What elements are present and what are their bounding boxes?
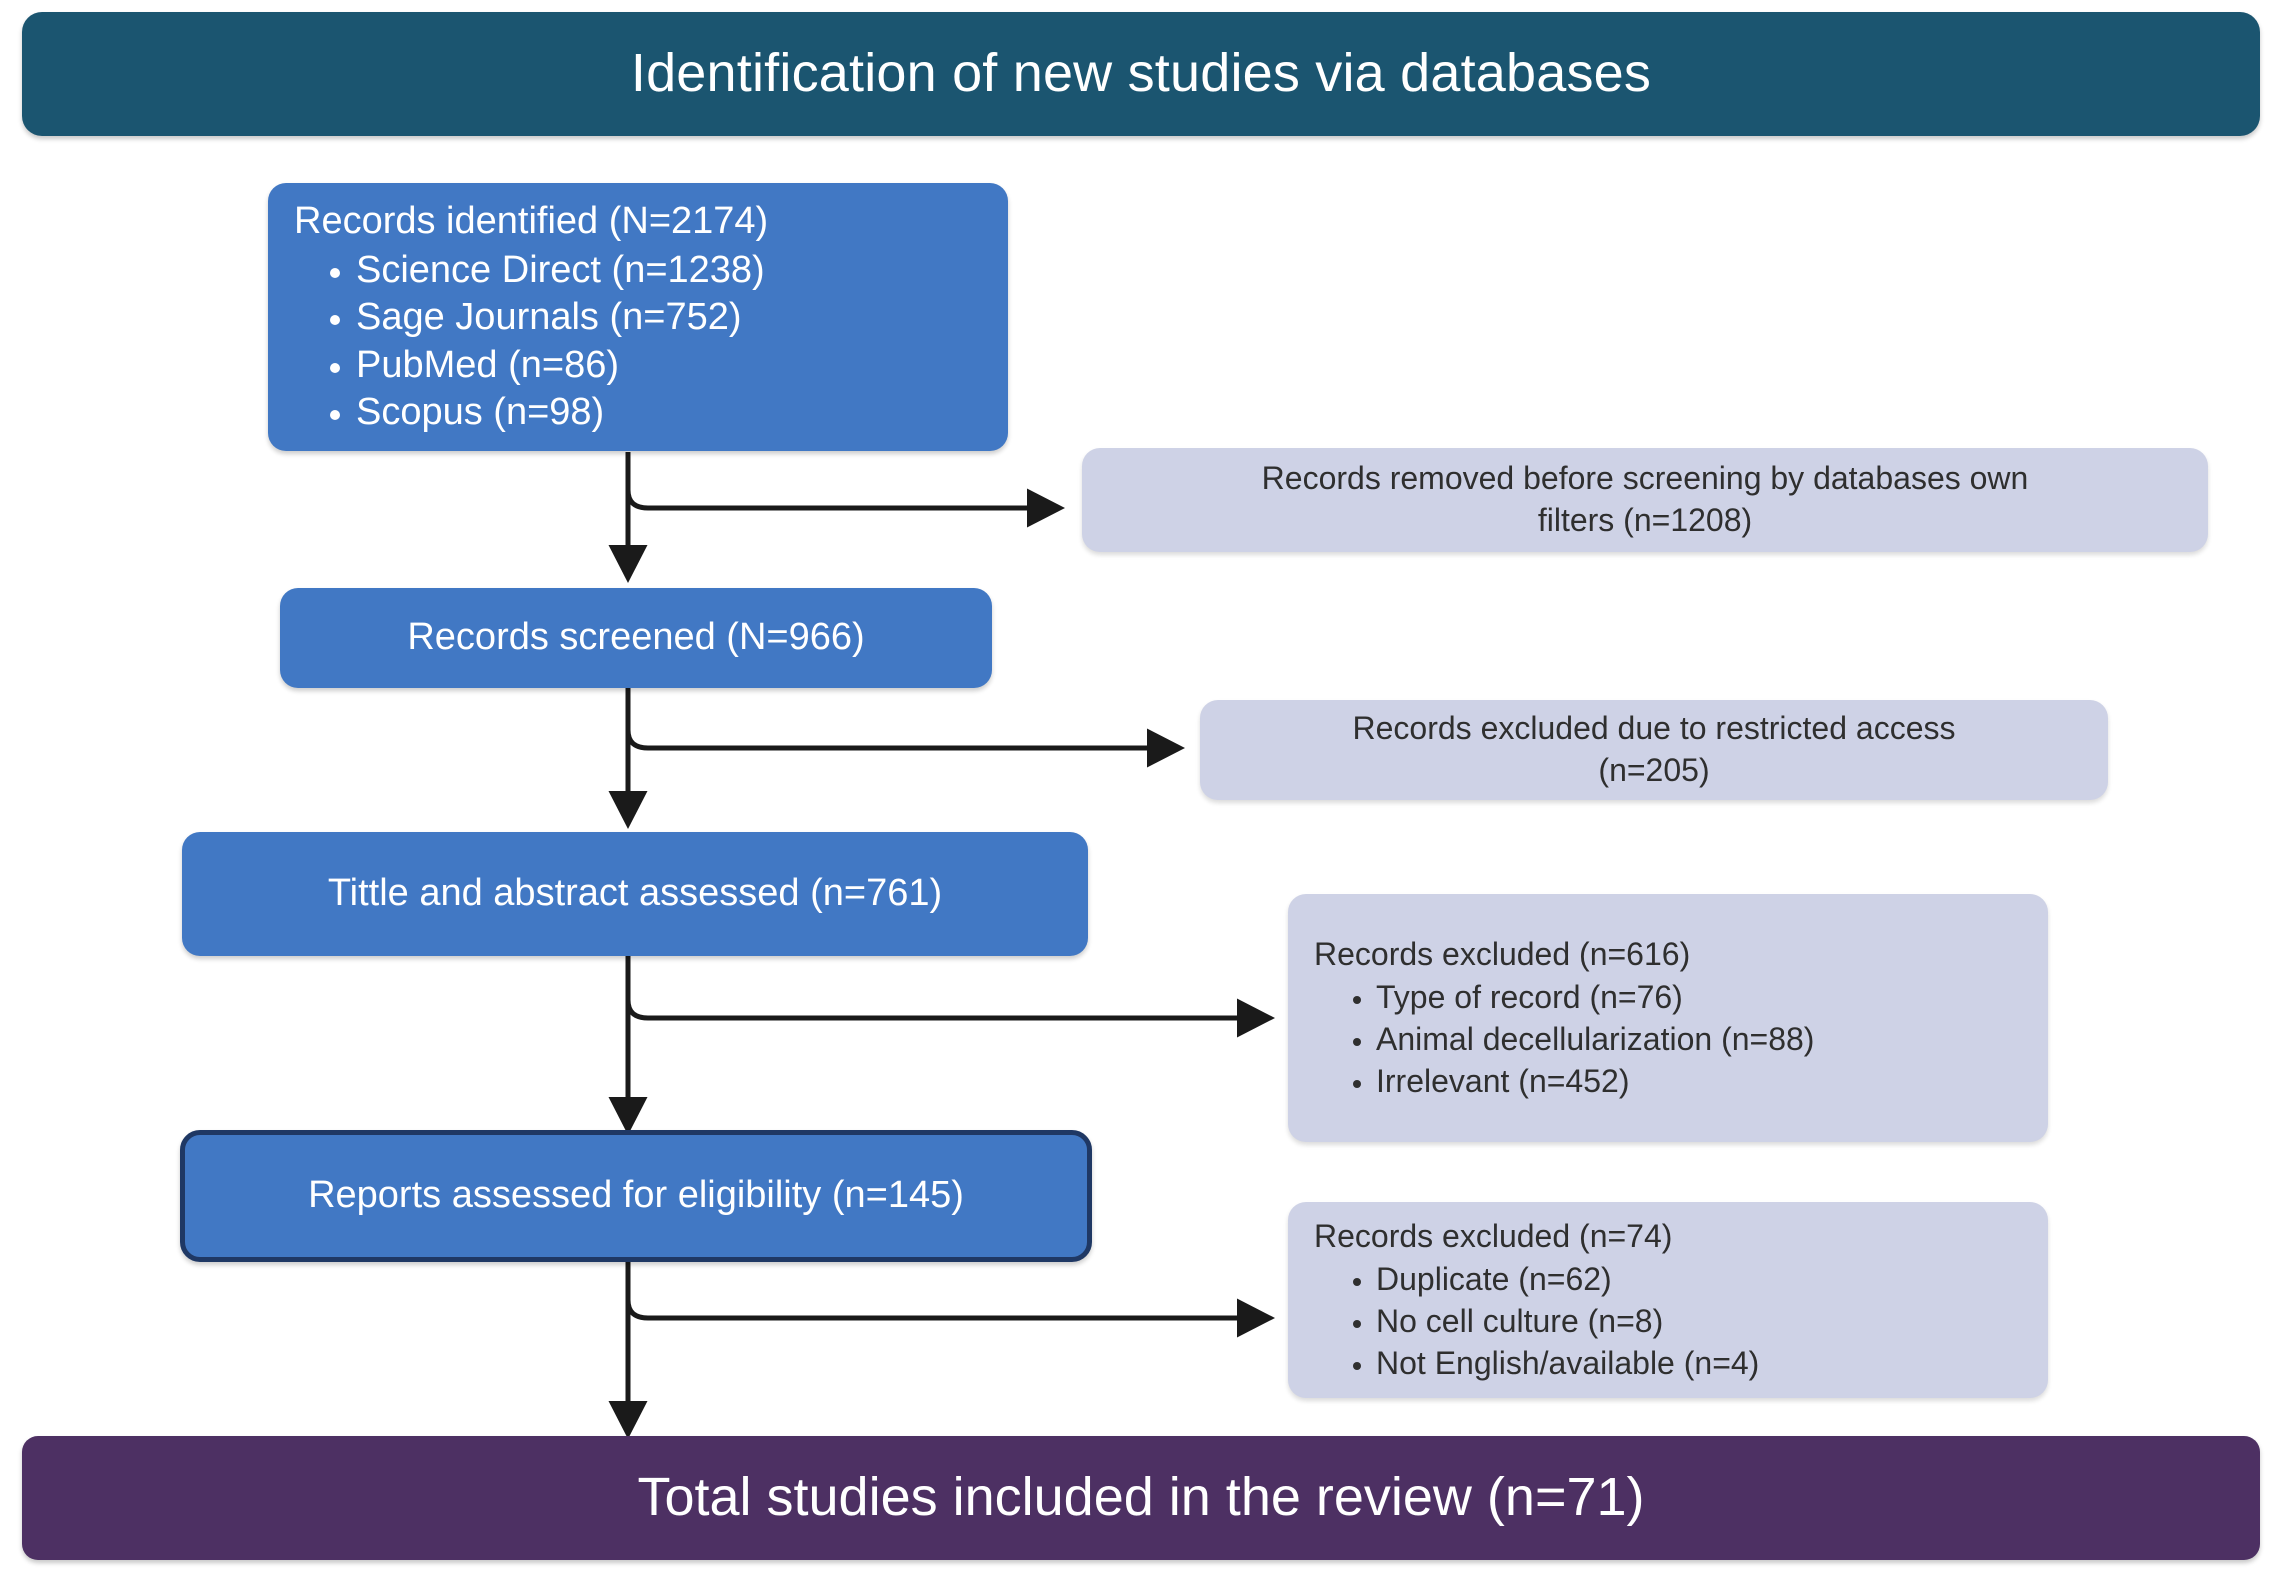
restricted-access-line-2: (n=205) [1598,752,1710,788]
records-excluded-616-box: Records excluded (n=616) Type of record … [1288,894,2048,1142]
list-item: Irrelevant (n=452) [1376,1061,2022,1103]
records-excluded-74-box: Records excluded (n=74) Duplicate (n=62)… [1288,1202,2048,1398]
records-excluded-74-heading: Records excluded (n=74) [1314,1217,1673,1254]
records-excluded-74-reasons: Duplicate (n=62) No cell culture (n=8) N… [1314,1259,2022,1384]
list-item: Type of record (n=76) [1376,977,2022,1019]
records-excluded-restricted-access-box: Records excluded due to restricted acces… [1200,700,2108,800]
identification-banner-title: Identification of new studies via databa… [630,43,1652,104]
records-screened-heading: Records screened (N=966) [407,616,865,659]
connector-identified-to-removed [625,452,1066,528]
list-item: Animal decellularization (n=88) [1376,1019,2022,1061]
connector-title-to-excluded-616 [625,956,1276,1038]
list-item: Sage Journals (n=752) [356,294,982,341]
list-item: Scopus (n=98) [356,389,982,436]
records-identified-heading: Records identified (N=2174) [294,200,769,243]
total-studies-included-title: Total studies included in the review (n=… [637,1467,1645,1528]
reports-assessed-eligibility-box: Reports assessed for eligibility (n=145) [180,1130,1092,1262]
connector-screened-to-restricted [625,688,1186,768]
records-identified-box: Records identified (N=2174) Science Dire… [268,183,1008,451]
total-studies-included-banner: Total studies included in the review (n=… [22,1436,2260,1560]
identification-banner: Identification of new studies via databa… [22,12,2260,136]
records-removed-line-1: Records removed before screening by data… [1261,460,2029,497]
reports-assessed-eligibility-heading: Reports assessed for eligibility (n=145) [308,1174,964,1217]
list-item: No cell culture (n=8) [1376,1301,2022,1343]
list-item: PubMed (n=86) [356,342,982,389]
records-identified-sources: Science Direct (n=1238) Sage Journals (n… [294,247,982,435]
connector-eligibility-to-excluded-74 [625,1262,1276,1338]
list-item: Duplicate (n=62) [1376,1259,2022,1301]
records-excluded-616-heading: Records excluded (n=616) [1314,935,1691,972]
records-screened-box: Records screened (N=966) [280,588,992,688]
list-item: Science Direct (n=1238) [356,247,982,294]
restricted-access-line-1: Records excluded due to restricted acces… [1352,710,1956,747]
records-removed-line-2: filters (n=1208) [1537,502,1753,538]
records-removed-before-screening-box: Records removed before screening by data… [1082,448,2208,552]
records-excluded-616-reasons: Type of record (n=76) Animal decellulari… [1314,977,2022,1102]
title-abstract-assessed-box: Tittle and abstract assessed (n=761) [182,832,1088,956]
title-abstract-assessed-heading: Tittle and abstract assessed (n=761) [327,872,943,915]
list-item: Not English/available (n=4) [1376,1343,2022,1385]
